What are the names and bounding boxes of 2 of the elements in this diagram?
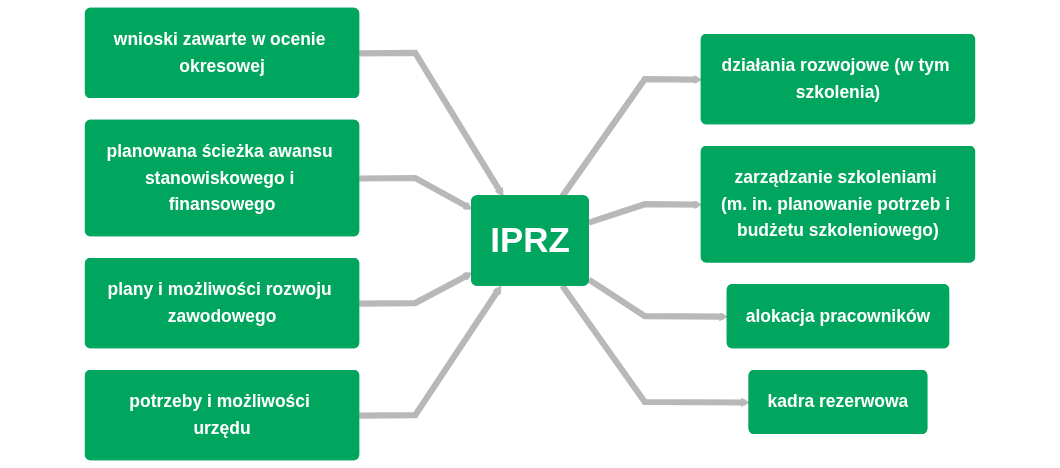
arrow — [359, 285, 502, 419]
arrow — [359, 49, 504, 197]
